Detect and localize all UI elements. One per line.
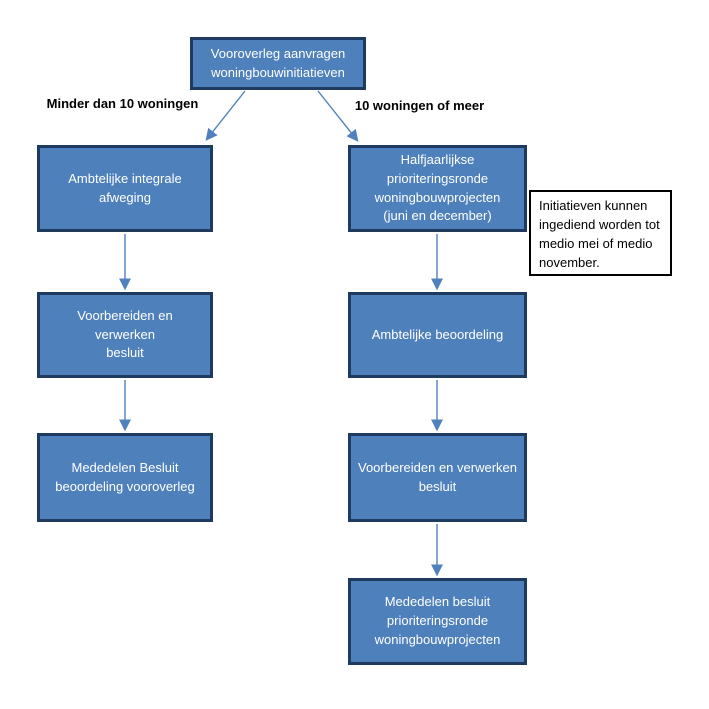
flow-node-vooroverleg-aanvragen: Vooroverleg aanvragen woningbouwinitiati… xyxy=(190,37,366,90)
flow-node-mededelen-besluit-beoordeling-vooroverleg: Mededelen Besluit beoordeling vooroverle… xyxy=(37,433,213,522)
annotation-note-box: Initiatieven kunnen ingediend worden tot… xyxy=(529,190,672,276)
flow-node-ambtelijke-integrale-afweging: Ambtelijke integrale afweging xyxy=(37,145,213,232)
branch-label-10-woningen-of-meer: 10 woningen of meer xyxy=(354,98,485,113)
flow-node-voorbereiden-verwerken-besluit-left: Voorbereiden en verwerken besluit xyxy=(37,292,213,378)
branch-label-minder-dan-10-woningen: Minder dan 10 woningen xyxy=(46,96,199,111)
flow-node-halfjaarlijkse-prioriteringsronde: Halfjaarlijkse prioriteringsronde woning… xyxy=(348,145,527,232)
flow-node-mededelen-besluit-prioriteringsronde: Mededelen besluit prioriteringsronde won… xyxy=(348,578,527,665)
flow-node-voorbereiden-verwerken-besluit-right: Voorbereiden en verwerken besluit xyxy=(348,433,527,522)
flow-node-ambtelijke-beoordeling: Ambtelijke beoordeling xyxy=(348,292,527,378)
